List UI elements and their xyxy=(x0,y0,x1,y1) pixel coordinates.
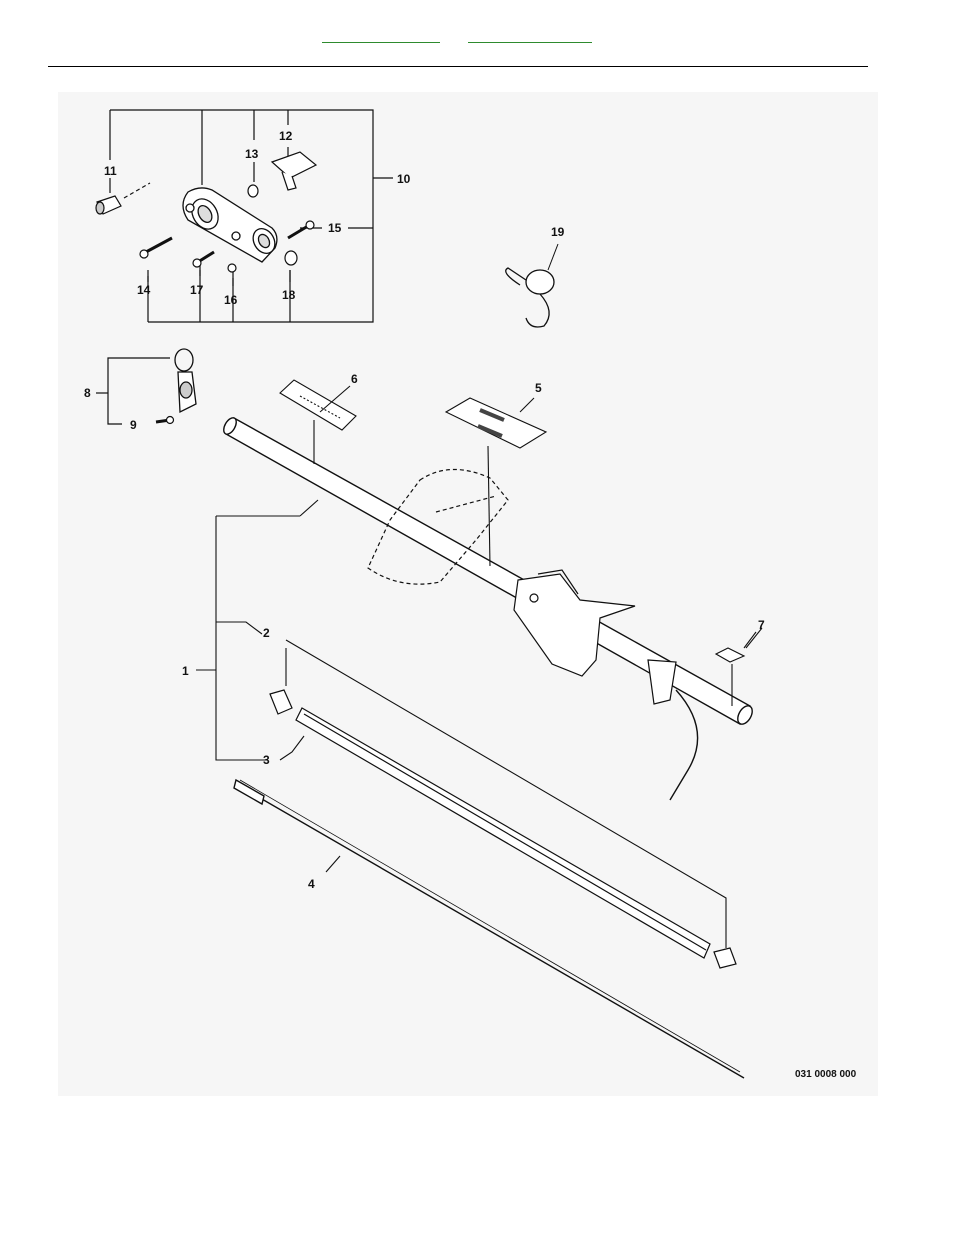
part-18-washer xyxy=(284,250,298,266)
part-2-bushing xyxy=(269,689,737,969)
part-9-screw xyxy=(155,415,175,425)
callout-11: 11 xyxy=(104,164,117,178)
part-14-bolt xyxy=(139,236,173,259)
callout-5: 5 xyxy=(535,381,542,395)
callout-17: 17 xyxy=(190,283,204,297)
part-12-knob xyxy=(270,151,318,191)
header-link-1[interactable] xyxy=(322,28,440,43)
callout-2: 2 xyxy=(263,626,270,640)
bracket-grip-assembly xyxy=(110,109,374,323)
part-3-liner xyxy=(295,707,711,959)
callout-12: 12 xyxy=(279,129,293,143)
part-16-nut xyxy=(227,263,237,273)
callout-14: 14 xyxy=(137,283,151,297)
part-13-washer xyxy=(247,184,259,198)
callout-6: 6 xyxy=(351,372,358,386)
part-6-label xyxy=(279,379,357,431)
callout-10: 10 xyxy=(397,172,411,186)
callout-16: 16 xyxy=(224,293,238,307)
callout-1: 1 xyxy=(182,664,189,678)
callout-19: 19 xyxy=(551,225,565,239)
part-17-bolt xyxy=(192,250,215,268)
part-19-hook xyxy=(505,243,559,328)
callout-4: 4 xyxy=(308,877,315,891)
throttle-housing xyxy=(513,569,677,705)
part-7-label xyxy=(714,647,746,663)
header-divider xyxy=(48,66,868,67)
part-4-driveshaft xyxy=(233,778,745,1079)
front-handle xyxy=(367,468,509,585)
callout-15: 15 xyxy=(328,221,342,235)
header-link-2[interactable] xyxy=(468,28,592,43)
part-11-nut xyxy=(95,195,122,215)
callout-18: 18 xyxy=(282,288,296,302)
grip-housing xyxy=(182,187,278,263)
callout-7: 7 xyxy=(758,618,765,632)
callout-8: 8 xyxy=(84,386,91,400)
part-5-decal xyxy=(444,397,548,449)
callout-9: 9 xyxy=(130,418,137,432)
part-code: 031 0008 000 xyxy=(795,1069,857,1080)
part-8-clamp xyxy=(174,348,197,414)
callout-3: 3 xyxy=(263,753,270,767)
part-15-bolt xyxy=(287,220,315,240)
callout-13: 13 xyxy=(245,147,259,161)
throttle-cable xyxy=(669,689,699,801)
